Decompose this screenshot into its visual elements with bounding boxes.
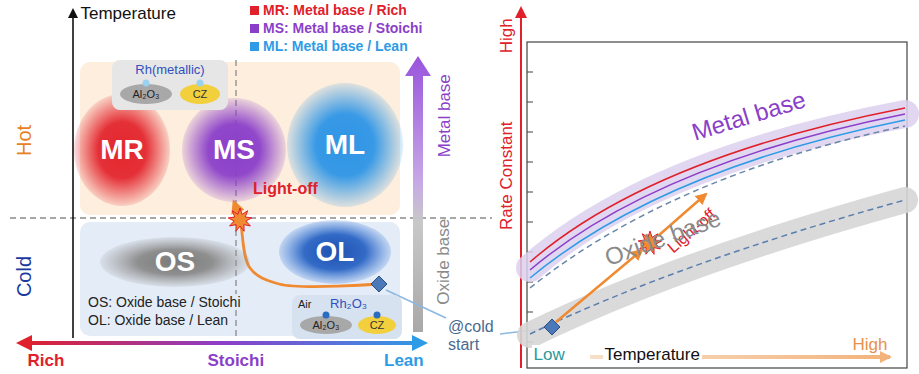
lean-arrowhead (412, 335, 428, 351)
ellipse (100, 237, 250, 287)
cold-start-diamond (371, 276, 387, 292)
node-label: OL (316, 236, 355, 268)
rh-particle (374, 312, 381, 319)
legend-note: OL: Oxide base / Lean (86, 312, 230, 328)
axis-title: Rate Constant (496, 121, 516, 230)
axis-label: High (496, 18, 516, 53)
ellipse (358, 316, 396, 334)
legend-note: OS: Oxide base / Stoichi (86, 294, 243, 310)
inset-box (292, 295, 402, 339)
node-label: ML (325, 129, 365, 161)
support-oval: Al₂O₃ (300, 316, 352, 334)
ellipse (279, 220, 391, 284)
node-label: CZ (193, 88, 208, 101)
legend-row: MR: Metal base / Rich (250, 2, 407, 18)
rh-particle (323, 312, 330, 319)
axis-label: Low (532, 345, 567, 365)
legend-swatch (250, 6, 259, 15)
catalyst-inset: Air Rh₂O₃ Al₂O₃ CZ (292, 295, 402, 339)
lean-curve (530, 120, 905, 278)
ellipse (300, 316, 352, 334)
node-label: Al₂O₃ (132, 88, 159, 101)
node-label: CZ (370, 319, 385, 332)
inset-box (112, 60, 228, 110)
curve-label: Metal base (688, 85, 808, 146)
node-label: Rh(metallic) (135, 63, 204, 78)
rich-arrowhead (16, 335, 32, 351)
plot-frame (527, 42, 907, 368)
catalyst-inset: Rh(metallic) Al₂O₃ CZ (112, 60, 228, 110)
rh-particle (197, 80, 204, 87)
legend-swatch (250, 42, 259, 51)
node-label: MS (213, 134, 255, 166)
ellipse (120, 84, 172, 104)
axis-label: Stoichi (208, 351, 265, 371)
rate-axis (520, 8, 522, 368)
node-label: MR (100, 134, 144, 166)
rich-lean-axis (30, 341, 414, 345)
oxide-dashed-curve (530, 200, 905, 334)
rh-particle (143, 80, 150, 87)
callout-label: @cold start (448, 318, 500, 355)
axis-label: Rich (28, 351, 65, 371)
region-ellipse: MR (74, 94, 170, 206)
edge-label: Light-off (253, 180, 318, 198)
legend-row: ML: Metal base / Lean (250, 38, 408, 54)
support-oval: CZ (358, 316, 396, 334)
node-sublabel: Rh₂O₃ (330, 297, 367, 312)
legend-swatch (250, 24, 259, 33)
light-off-star (228, 208, 252, 231)
node-label: Air (298, 298, 311, 311)
legend-text: MR: Metal base / Rich (263, 2, 407, 18)
axis-label: Lean (384, 351, 424, 371)
curve-label: Oxide base (600, 204, 724, 271)
metal-dashed-curve (530, 126, 905, 288)
temperature-axis (72, 10, 74, 338)
axis-ticks (527, 72, 533, 342)
support-oval: CZ (180, 84, 220, 104)
legend-text: MS: Metal base / Stoichi (263, 20, 422, 36)
axis-label: High (853, 335, 888, 355)
node-label: OS (155, 246, 195, 278)
metal-oxide-arrow (405, 56, 431, 332)
ellipse (180, 84, 220, 104)
axis-title: Temperature (603, 345, 702, 365)
legend-text: ML: Metal base / Lean (263, 38, 408, 54)
cold-start-diamond (544, 319, 560, 335)
legend-row: MS: Metal base / Stoichi (250, 20, 422, 36)
zone-label: Cold (13, 255, 36, 296)
zone-label: Hot (13, 124, 36, 155)
region-ellipse: OL (279, 220, 391, 284)
ellipse (74, 94, 170, 206)
node-label: Al₂O₃ (312, 319, 339, 332)
axis-label: Metal base (434, 74, 454, 157)
region-ellipse: OS (100, 237, 250, 287)
support-oval: Al₂O₃ (120, 84, 172, 104)
axis-label: Oxide base (434, 219, 454, 305)
axis-title: Temperature (81, 4, 176, 24)
